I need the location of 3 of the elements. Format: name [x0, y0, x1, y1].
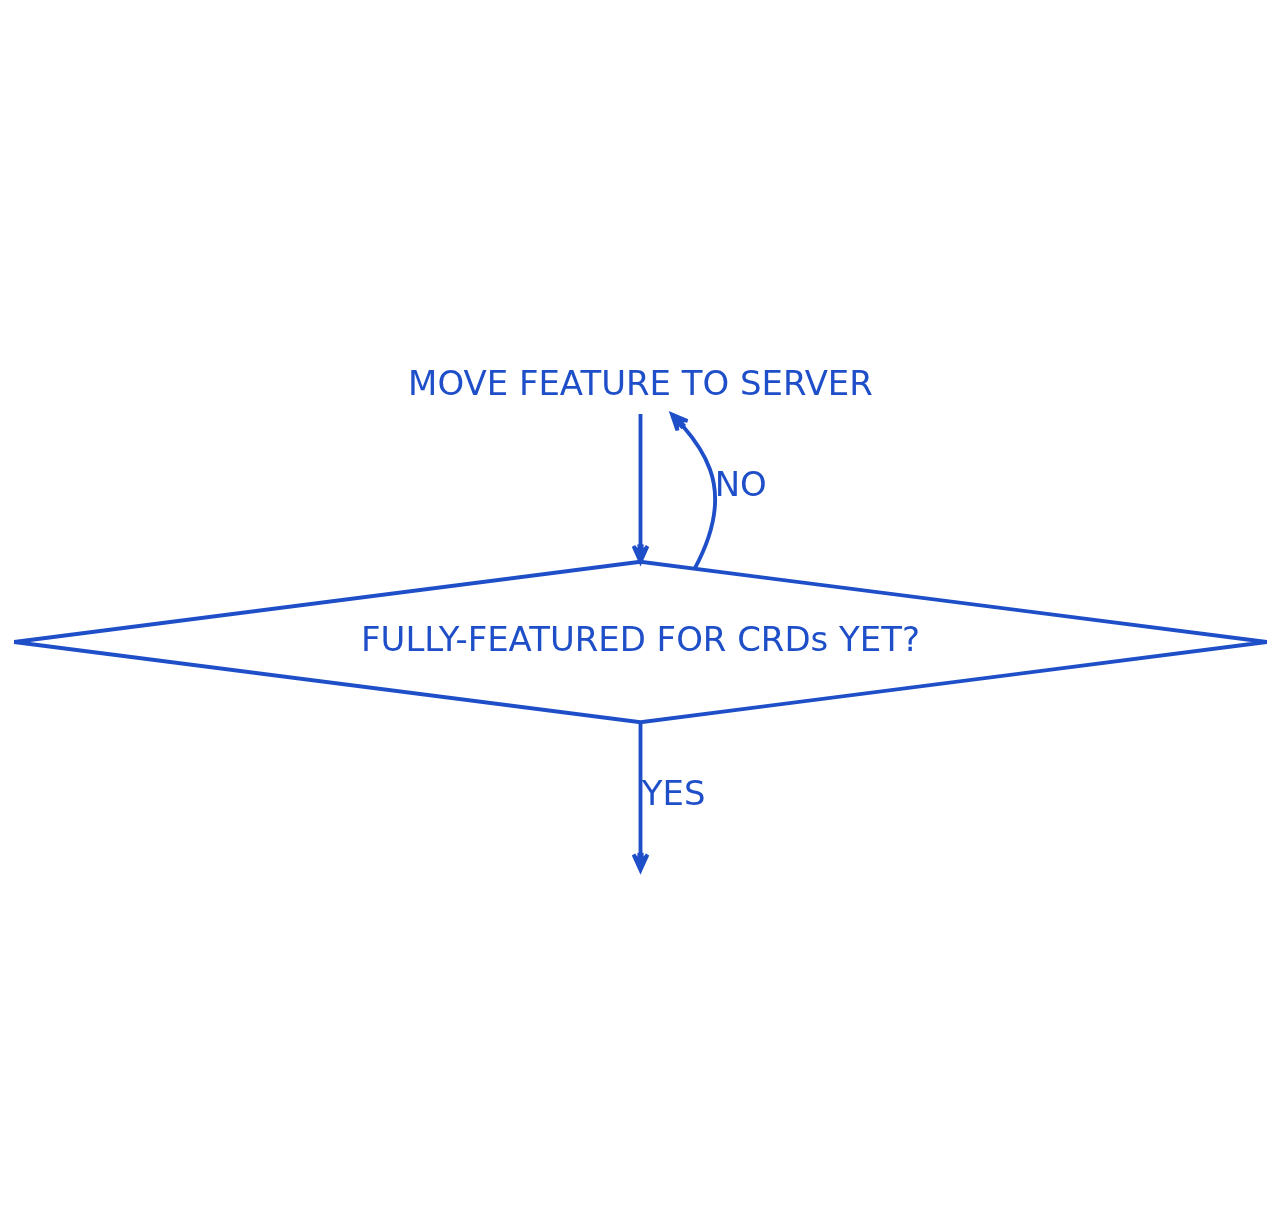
edge-label: YES: [641, 773, 706, 813]
edge-label: NO: [714, 465, 767, 505]
node-text: MOVE FEATURE TO SERVER: [408, 363, 873, 403]
